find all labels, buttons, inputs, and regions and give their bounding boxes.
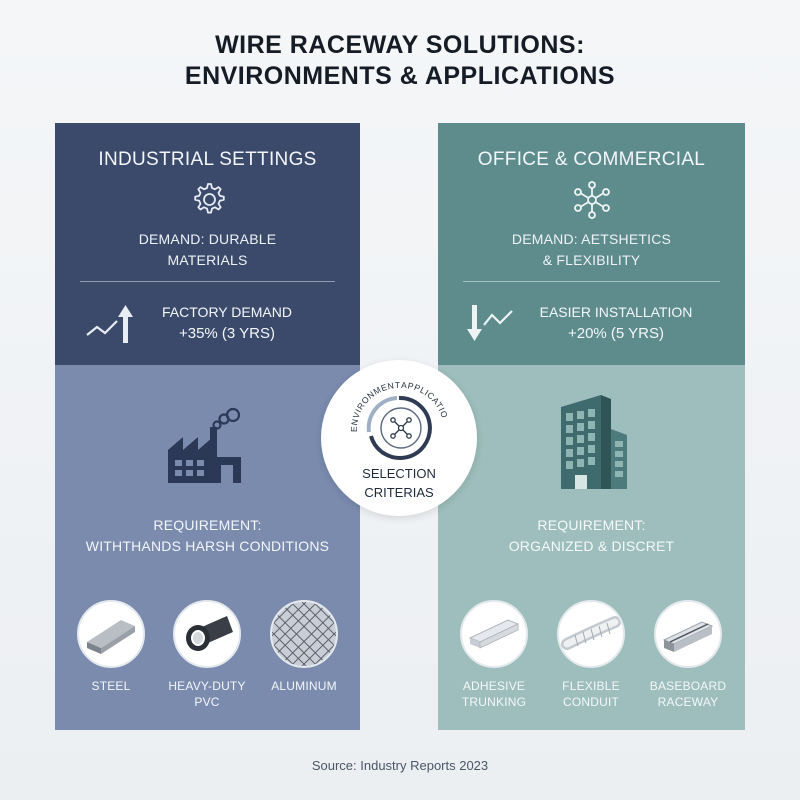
divider [80,281,335,282]
material-label: HEAVY-DUTY PVC [168,679,246,709]
selection-criteria-label: SELECTION CRITERIAS [362,466,436,500]
aluminum-mesh-icon [272,602,336,666]
baseboard-raceway-icon [662,621,714,652]
material-heavy-duty-pvc: HEAVY-DUTY PVC [161,600,253,710]
selection-network-icon: ENVIRONMENT APPLICATION [321,360,449,460]
title-line-2: ENVIRONMENTS & APPLICATIONS [184,62,616,90]
office-building-icon [560,395,627,489]
material-label: BASEBOARD RACEWAY [649,679,727,709]
industrial-heading: INDUSTRIAL SETTINGS [98,149,317,170]
material-aluminum: ALUMINUM [258,600,350,694]
selection-criteria-hub: ENVIRONMENT APPLICATION SELECTION CRITER… [321,360,477,516]
material-adhesive-trunking: ADHESIVE TRUNKING [448,600,540,710]
office-top-panel: OFFICE & COMMERCIAL DEMAND: AETSHETICS &… [438,123,745,365]
office-requirement: REQUIREMENT: ORGANIZED & DISCRET [508,517,675,554]
source-note: Source: Industry Reports 2023 [311,758,489,773]
factory-icon [167,407,241,483]
title-line-1: WIRE RACEWAY SOLUTIONS: [215,31,585,59]
material-label: FLEXIBLE CONDUIT [562,679,620,709]
office-stat: EASIER INSTALLATION +20% (5 YRS) [539,304,693,342]
office-demand: DEMAND: AETSHETICS & FLEXIBILITY [511,231,672,268]
material-steel: STEEL [65,600,157,694]
material-label: STEEL [91,679,131,693]
trend-down-icon [467,305,513,341]
pvc-pipe-icon [186,616,233,651]
divider [463,281,720,282]
industrial-stat: FACTORY DEMAND +35% (3 YRS) [162,304,292,342]
industrial-top-panel: INDUSTRIAL SETTINGS DEMAND: DURABLE MATE… [55,123,360,365]
steel-bar-icon [87,620,135,654]
industrial-bottom-panel: REQUIREMENT: WITHTHANDS HARSH CONDITIONS… [55,365,360,730]
material-label: ALUMINUM [271,679,337,693]
material-label: ADHESIVE TRUNKING [461,679,527,709]
material-flexible-conduit: FLEXIBLE CONDUIT [545,600,637,710]
office-heading: OFFICE & COMMERCIAL [477,149,706,170]
flexible-conduit-icon [561,616,621,650]
adhesive-trunking-icon [468,619,520,649]
material-baseboard-raceway: BASEBOARD RACEWAY [642,600,734,710]
office-bottom-panel: REQUIREMENT: ORGANIZED & DISCRET ADHESIV… [438,365,745,730]
gear-icon [193,183,225,214]
page-title: WIRE RACEWAY SOLUTIONS: ENVIRONMENTS & A… [0,30,800,92]
industrial-demand: DEMAND: DURABLE MATERIALS [138,231,277,268]
svg-text:ENVIRONMENT: ENVIRONMENT [349,380,401,432]
trend-up-icon [86,305,133,343]
network-icon [573,181,610,219]
arc-label-environment: ENVIRONMENT [349,380,400,432]
industrial-requirement: REQUIREMENT: WITHTHANDS HARSH CONDITIONS [85,517,330,554]
